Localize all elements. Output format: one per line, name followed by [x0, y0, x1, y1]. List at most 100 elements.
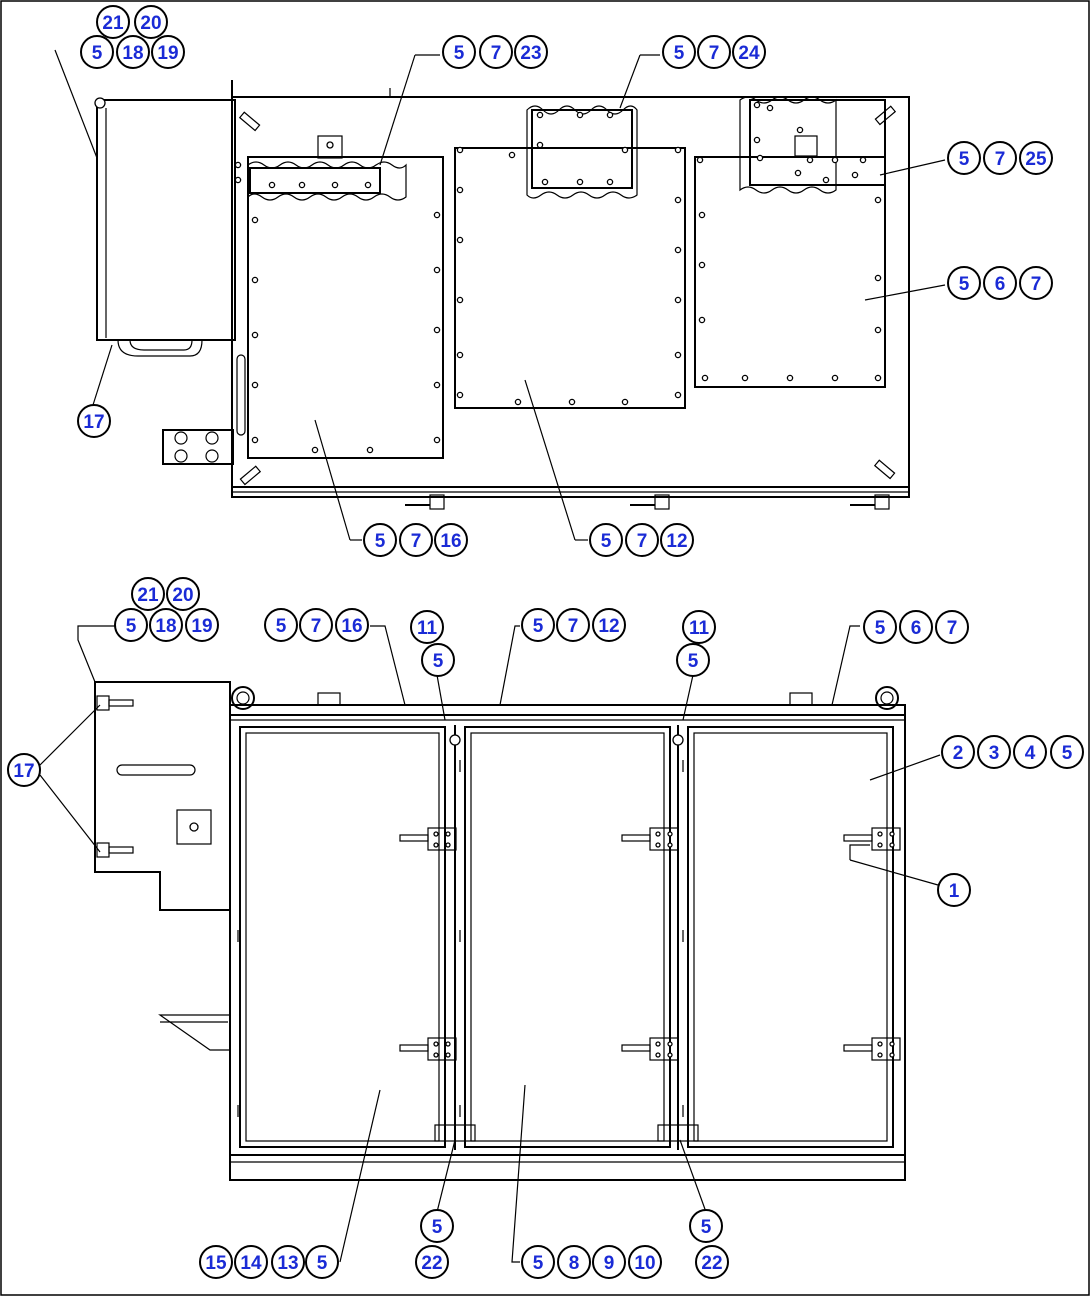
callout-bubble: 16	[335, 608, 369, 642]
callout-number: 7	[709, 43, 720, 64]
callout-number: 16	[341, 616, 362, 637]
callout-number: 6	[995, 274, 1006, 295]
callout-bubble: 7	[697, 35, 731, 69]
callout-number: 5	[126, 616, 137, 637]
callout-number: 14	[240, 1253, 262, 1274]
callout-bubble: 20	[134, 5, 168, 39]
callout-number: 5	[959, 149, 970, 170]
callout-number: 5	[701, 1217, 712, 1238]
front-view	[94, 681, 906, 1181]
callout-number: 4	[1025, 743, 1036, 764]
callout-bubble: 10	[628, 1245, 662, 1279]
callout-bubble: 22	[415, 1245, 449, 1279]
callout-number: 5	[433, 651, 444, 672]
callout-number: 19	[157, 43, 178, 64]
callout-bubble: 1	[937, 873, 971, 907]
callout-bubble: 17	[77, 404, 111, 438]
callout-number: 7	[947, 618, 958, 639]
callout-number: 9	[604, 1253, 615, 1274]
top-view	[94, 80, 910, 510]
callout-bubble: 5	[421, 643, 455, 677]
callout-number: 1	[949, 881, 960, 902]
callout-bubble: 21	[131, 577, 165, 611]
callout-number: 15	[205, 1253, 227, 1274]
callout-number: 22	[701, 1253, 722, 1274]
callout-number: 20	[140, 13, 161, 34]
callout-number: 11	[417, 618, 438, 639]
callout-number: 5	[375, 531, 386, 552]
callout-number: 6	[911, 618, 922, 639]
callout-bubble: 7	[399, 523, 433, 557]
callout-bubble: 15	[199, 1245, 233, 1279]
callout-number: 5	[601, 531, 612, 552]
callout-number: 23	[520, 43, 541, 64]
callout-number: 7	[1031, 274, 1042, 295]
callout-bubble: 5	[80, 35, 114, 69]
callout-number: 17	[83, 412, 104, 433]
callout-number: 16	[440, 531, 461, 552]
callout-bubble: 2	[941, 735, 975, 769]
leader-lines	[39, 49, 946, 1263]
callout-bubble: 7	[983, 141, 1017, 175]
callout-bubble: 4	[1013, 735, 1047, 769]
callout-bubble: 5	[676, 643, 710, 677]
callout-number: 21	[137, 585, 159, 606]
callout-number: 25	[1025, 149, 1047, 170]
callout-bubble: 22	[695, 1245, 729, 1279]
callout-bubble: 17	[7, 753, 41, 787]
callout-number: 7	[568, 616, 579, 637]
callout-bubble: 5	[662, 35, 696, 69]
callout-bubble: 3	[977, 735, 1011, 769]
callout-number: 12	[666, 531, 687, 552]
callout-bubble: 5	[1050, 735, 1084, 769]
callout-number: 5	[92, 43, 103, 64]
callout-number: 21	[102, 13, 124, 34]
callout-number: 7	[995, 149, 1006, 170]
callout-number: 5	[688, 651, 699, 672]
callout-bubble: 5	[947, 266, 981, 300]
callout-number: 5	[533, 1253, 544, 1274]
callout-bubble: 5	[863, 610, 897, 644]
callout-number: 20	[172, 585, 193, 606]
callout-number: 7	[411, 531, 422, 552]
callout-bubble: 5	[521, 1245, 555, 1279]
callout-bubble: 9	[592, 1245, 626, 1279]
callout-bubble: 5	[264, 608, 298, 642]
callout-bubble: 16	[434, 523, 468, 557]
callout-number: 5	[533, 616, 544, 637]
callout-bubble: 23	[514, 35, 548, 69]
callout-number: 13	[277, 1253, 298, 1274]
callout-bubble: 6	[983, 266, 1017, 300]
callout-number: 12	[598, 616, 619, 637]
callout-bubble: 7	[625, 523, 659, 557]
callout-number: 22	[421, 1253, 442, 1274]
callout-number: 5	[454, 43, 465, 64]
callout-bubble: 11	[410, 610, 444, 644]
callout-bubble: 7	[299, 608, 333, 642]
callout-bubble: 19	[151, 35, 185, 69]
callout-number: 17	[13, 761, 34, 782]
callout-bubble: 21	[96, 5, 130, 39]
callout-number: 2	[953, 743, 964, 764]
callout-bubble: 7	[479, 35, 513, 69]
callout-number: 5	[1062, 743, 1073, 764]
callout-number: 18	[122, 43, 143, 64]
callout-bubble: 5	[114, 608, 148, 642]
callout-number: 3	[989, 743, 1000, 764]
callout-number: 19	[191, 616, 212, 637]
callout-bubble: 20	[166, 577, 200, 611]
callout-bubble: 18	[116, 35, 150, 69]
callout-bubble: 12	[660, 523, 694, 557]
callout-number: 5	[432, 1217, 443, 1238]
callout-number: 5	[317, 1253, 328, 1274]
callout-bubble: 5	[947, 141, 981, 175]
callout-bubble: 18	[149, 608, 183, 642]
callout-bubble: 5	[363, 523, 397, 557]
callout-number: 24	[738, 43, 760, 64]
callout-bubble: 5	[305, 1245, 339, 1279]
callout-bubble: 19	[185, 608, 219, 642]
callout-number: 10	[634, 1253, 655, 1274]
callout-bubble: 12	[592, 608, 626, 642]
